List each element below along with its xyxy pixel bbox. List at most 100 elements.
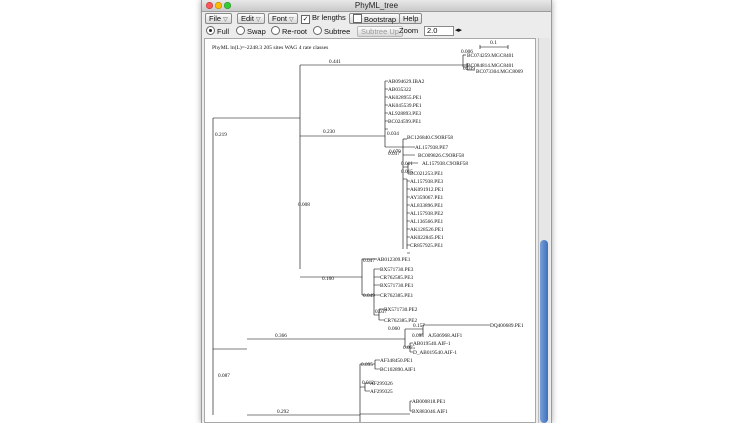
radio-icon xyxy=(313,26,322,35)
taxon-label: BC073304.MGC8069 xyxy=(476,69,523,75)
branch-length-label: 0.039 xyxy=(463,66,475,72)
radio-icon xyxy=(271,26,280,35)
branch-length-label: 0.060 xyxy=(388,326,400,332)
taxon-label: AK045539.PE1 xyxy=(388,103,422,109)
taxon-label: AL157938.PE7 xyxy=(415,145,448,151)
subtree-label: Subtree xyxy=(324,27,351,36)
bootstrap-checkbox[interactable]: Bootstrap xyxy=(349,13,401,24)
scale-bar-label: 0.1 xyxy=(490,40,497,46)
taxon-label: AK091912.PE1 xyxy=(410,187,444,193)
taxon-label: D_AB019540.AIF-1 xyxy=(413,350,457,356)
branch-length-label: 0.065 xyxy=(403,345,415,351)
minimize-window-button[interactable] xyxy=(215,2,222,9)
branch-length-label: 0.012 xyxy=(362,380,374,386)
taxon-label: DQ400689.PE1 xyxy=(490,323,524,329)
taxon-label: CR762385.PE1 xyxy=(380,293,413,299)
branch-length-label: 0.095 xyxy=(361,362,373,368)
close-window-button[interactable] xyxy=(206,2,213,9)
title-bar[interactable]: PhyML_tree xyxy=(202,0,551,12)
taxon-label: CR762585.PE3 xyxy=(380,275,413,281)
taxon-label: BC074259.MGC8401 xyxy=(467,53,514,59)
branch-length-label: 0.230 xyxy=(323,129,335,135)
file-menu[interactable]: File▽ xyxy=(205,13,232,24)
full-radio[interactable]: Full xyxy=(206,26,229,37)
subtree-radio[interactable]: Subtree xyxy=(313,26,350,37)
phylogenetic-tree: PhyML ln(L)=-2248.3 205 sites WAG 4 rate… xyxy=(212,40,524,422)
swap-label: Swap xyxy=(247,27,266,36)
swap-radio[interactable]: Swap xyxy=(236,26,266,37)
tree-canvas[interactable]: PhyML ln(L)=-2248.3 205 sites WAG 4 rate… xyxy=(204,38,536,423)
branch-length-label: 0.157 xyxy=(413,323,425,329)
taxon-label: CR857925.PE1 xyxy=(410,243,443,249)
branch-length-label: 0.015 xyxy=(401,169,413,175)
toolbar: File▽ Edit▽ Font▽ ✓Br lengths Bootstrap … xyxy=(202,12,551,38)
phyml-window: PhyML_tree File▽ Edit▽ Font▽ ✓Br lengths… xyxy=(201,0,552,423)
branch-length-label: 0.034 xyxy=(387,131,399,137)
branch-length-label: 0.049 xyxy=(363,293,375,299)
edit-menu-label: Edit xyxy=(241,14,254,23)
taxon-label: AK022845.PE1 xyxy=(410,235,444,241)
subtree-up-label: Subtree Up xyxy=(361,27,399,36)
branch-length-label: 0.292 xyxy=(277,409,289,415)
taxon-label: AB019540.AIF-1 xyxy=(413,341,451,347)
full-label: Full xyxy=(217,27,230,36)
taxon-label: BC021253.PE1 xyxy=(410,171,443,177)
taxon-label: BX571730.PE3 xyxy=(380,267,414,273)
bootstrap-label: Bootstrap xyxy=(364,15,397,24)
taxon-label: AL157938.PE2 xyxy=(410,211,443,217)
branch-length-label: 0.037 xyxy=(375,309,387,315)
edit-menu[interactable]: Edit▽ xyxy=(237,13,265,24)
checkbox-icon xyxy=(353,14,362,23)
taxon-label: BC009826.C9ORF58 xyxy=(418,153,464,159)
taxon-label: AJ506968.AIF1 xyxy=(428,333,463,339)
zoom-select[interactable]: 2.0 xyxy=(424,26,454,36)
subtree-up-button[interactable]: Subtree Up xyxy=(357,26,403,37)
taxon-label: BX571730.PE1 xyxy=(380,283,414,289)
taxon-label: BX571730.PE2 xyxy=(384,307,418,313)
tree-header: PhyML ln(L)=-2248.3 205 sites WAG 4 rate… xyxy=(212,44,328,51)
reroot-label: Re-root xyxy=(282,27,308,36)
branch-length-label: 0.011 xyxy=(401,161,413,167)
vertical-scrollbar[interactable] xyxy=(538,38,550,423)
taxon-label: AK028955.PE1 xyxy=(388,95,422,101)
radio-icon xyxy=(236,26,245,35)
branch-length-label: 0.095 xyxy=(412,333,424,339)
taxon-label: BC102890.AIF1 xyxy=(380,367,416,373)
taxon-label: CR762385.PE2 xyxy=(384,318,417,324)
reroot-radio[interactable]: Re-root xyxy=(271,26,307,37)
tree-labels: PhyML ln(L)=-2248.3 205 sites WAG 4 rate… xyxy=(212,40,524,415)
zoom-value: 2.0 xyxy=(427,26,438,35)
taxon-label: AL136566.PE1 xyxy=(410,219,443,225)
branch-length-label: 0.160 xyxy=(322,276,334,282)
file-menu-label: File xyxy=(209,14,222,23)
taxon-label: AF348450.PE1 xyxy=(380,358,413,364)
br-lengths-checkbox[interactable]: ✓Br lengths xyxy=(301,13,346,24)
branch-length-label: 0.008 xyxy=(298,202,310,208)
taxon-label: AL833896.PE1 xyxy=(410,203,443,209)
taxon-label: AB094629.IBA2 xyxy=(388,79,425,85)
taxon-label: BC024599.PE1 xyxy=(388,119,421,125)
zoom-window-button[interactable] xyxy=(224,2,231,9)
taxon-label: AB035322 xyxy=(388,87,412,93)
branch-length-label: 0.366 xyxy=(275,333,287,339)
taxon-label: AL157938.PE3 xyxy=(410,179,443,185)
dropdown-arrow-icon: ▽ xyxy=(255,17,261,23)
help-label: Help xyxy=(403,14,419,23)
taxon-label: AB012309.PE1 xyxy=(377,257,411,263)
taxon-label: AF299325 xyxy=(370,389,393,395)
font-menu[interactable]: Font▽ xyxy=(268,13,298,24)
scrollbar-thumb[interactable] xyxy=(540,240,548,423)
branch-length-label: 0.047 xyxy=(363,258,375,264)
branch-length-label: 0.219 xyxy=(215,132,227,138)
checkmark-icon: ✓ xyxy=(301,15,310,24)
taxon-label: BC084814.MGC8401 xyxy=(467,63,514,69)
br-lengths-label: Br lengths xyxy=(312,13,346,22)
tree-branches xyxy=(212,45,509,422)
branch-length-label: 0.441 xyxy=(329,59,341,65)
help-button[interactable]: Help xyxy=(399,13,423,24)
taxon-label: AK128526.PE1 xyxy=(410,227,444,233)
branch-length-label: 0.037 xyxy=(388,151,400,157)
taxon-label: AY359067.PE1 xyxy=(410,195,444,201)
taxon-label: BC126840.C9ORF58 xyxy=(407,135,453,141)
zoom-stepper-icon[interactable]: ◂▸ xyxy=(455,27,463,34)
